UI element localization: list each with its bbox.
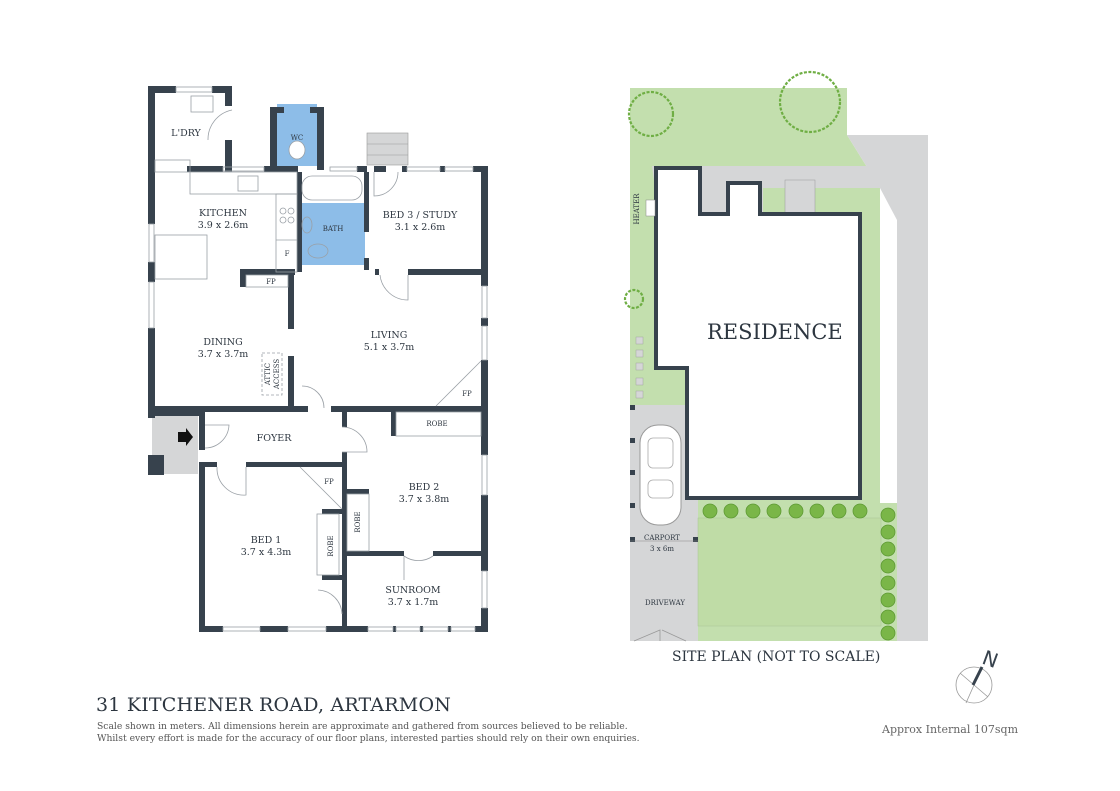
fp-label-dining: FP [266,278,276,286]
walls [148,86,488,632]
floor-plan: L'DRY WC KITCHEN 3.9 x 2.6m BATH BED 3 /… [148,86,488,632]
trees [623,70,842,310]
windows [148,86,488,632]
tree-icon [778,70,842,134]
room-bed1-dims: 3.7 x 4.3m [241,547,292,558]
residence-label: RESIDENCE [707,320,843,344]
room-bed2-dims: 3.7 x 3.8m [399,494,450,505]
entry-arrow-icon [178,428,193,446]
room-living: LIVING [371,330,408,341]
kitchen-island [154,234,208,280]
car-icon [639,424,682,526]
north-label: N [979,645,1001,673]
driveway-gate [633,629,687,642]
room-sunroom-dims: 3.7 x 1.7m [388,597,439,608]
carport-label: CARPORT [644,534,680,542]
room-bed3-dims: 3.1 x 2.6m [395,222,446,233]
tree-icon [627,90,675,138]
side-path [847,135,928,641]
driveway-label: DRIVEWAY [645,599,685,607]
room-kitchen: KITCHEN [199,208,247,219]
room-dining-dims: 3.7 x 3.7m [198,349,249,360]
room-kitchen-dims: 3.9 x 2.6m [198,220,249,231]
carport-dims: 3 x 6m [650,545,674,553]
bathtub-icon [301,175,363,201]
laundry-tub-icon [190,95,214,113]
room-bed1: BED 1 [251,535,282,546]
room-living-dims: 5.1 x 3.7m [364,342,415,353]
kitchen-bench [189,171,298,195]
disclaimer: Scale shown in meters. All dimensions he… [97,721,657,745]
fp-label-living: FP [462,390,472,398]
wc-toilet-icon [288,140,306,160]
site-plan-title: SITE PLAN (NOT TO SCALE) [672,649,881,665]
attic-access [261,352,283,396]
disclaimer-line-2: Whilst every effort is made for the accu… [97,733,640,744]
heater-unit [645,199,656,217]
fixtures [154,95,482,576]
room-sunroom: SUNROOM [385,585,441,596]
rear-steps [366,132,409,166]
disclaimer-line-1: Scale shown in meters. All dimensions he… [97,721,628,732]
approx-internal-area: Approx Internal 107sqm [882,723,1018,736]
robe-label-bed2-side: ROBE [354,511,362,532]
fp-label-bed: FP [324,478,334,486]
room-laundry: L'DRY [171,128,201,139]
room-wc: WC [291,134,304,142]
robe-label-bed1: ROBE [327,535,335,556]
fridge-label: F [285,250,290,258]
heater-label: HEATER [633,193,641,225]
hedge [702,503,896,641]
room-foyer: FOYER [257,433,293,444]
room-bath: BATH [323,225,344,233]
sink-icon [237,175,259,192]
room-bed3: BED 3 / STUDY [383,210,458,221]
room-bed2: BED 2 [409,482,440,493]
bath-floor [301,203,365,265]
room-dining: DINING [203,337,242,348]
tree-icon [623,288,645,310]
property-address-title: 31 KITCHENER ROAD, ARTARMON [96,694,452,716]
toilet-icon [307,243,329,259]
doors [204,109,434,615]
attic-label-2: ACCESS [273,359,281,391]
residence-footprint [654,166,862,500]
site-plan: CARPORT 3 x 6m DRIVEWAY HEATER N [623,70,1001,704]
north-arrow-icon [955,666,993,704]
robe-label-bed2: ROBE [426,420,447,428]
basin-icon [301,216,313,234]
attic-label-1: ATTIC [264,363,272,386]
